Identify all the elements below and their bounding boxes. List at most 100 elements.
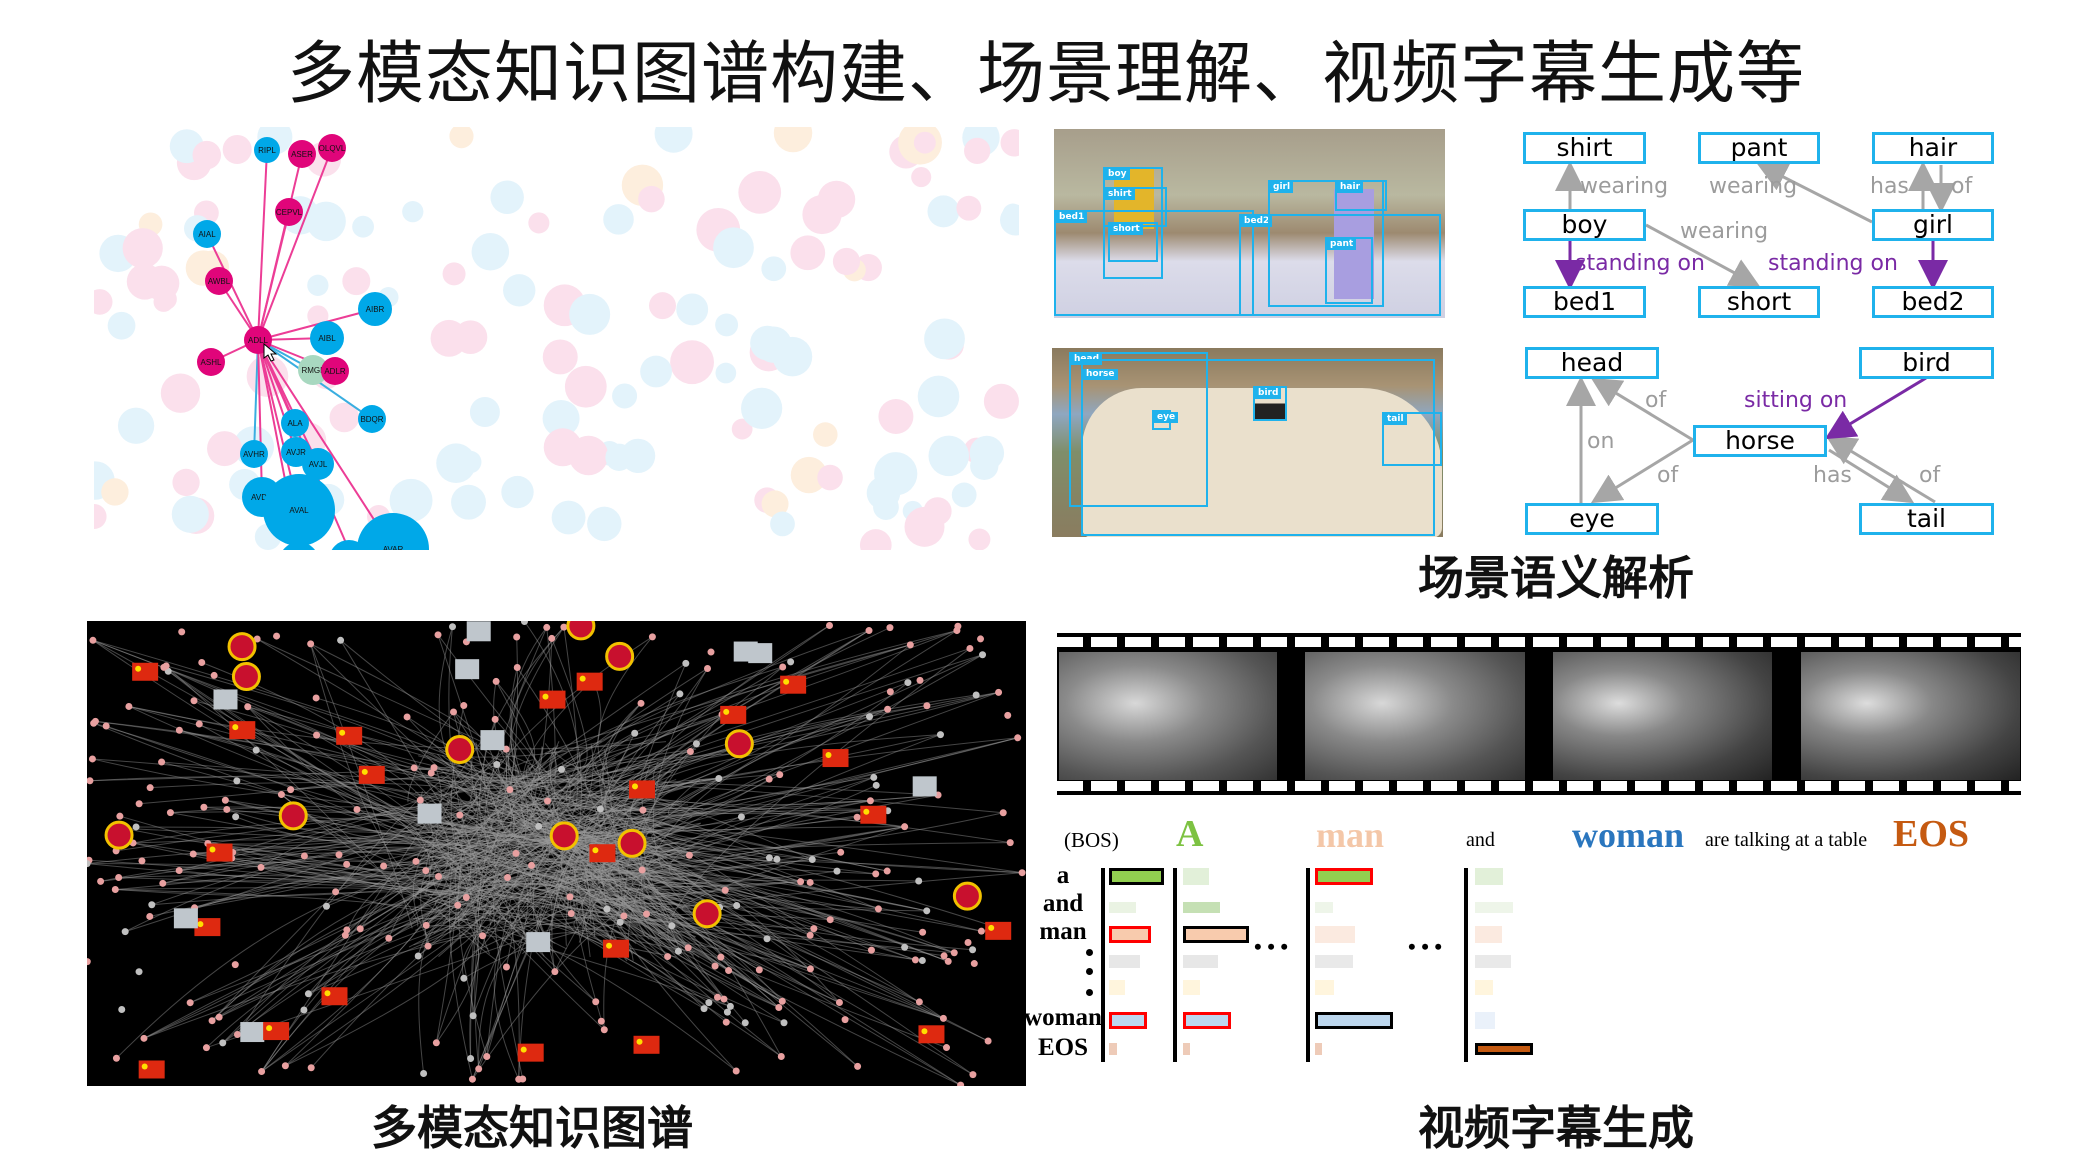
kg-entity-node <box>513 664 521 672</box>
network-node-label: AVJL <box>309 460 328 469</box>
kg-entity-node <box>999 809 1007 817</box>
kg-entity-node <box>432 1039 440 1047</box>
kg-entity-node <box>763 935 771 943</box>
network-node[interactable] <box>263 474 335 546</box>
faded-node <box>956 195 982 221</box>
ellipsis: • • • <box>1254 934 1289 959</box>
network-node[interactable] <box>298 355 328 385</box>
kg-entity-node <box>741 1019 749 1027</box>
network-node[interactable] <box>281 409 309 437</box>
network-node[interactable] <box>358 292 392 326</box>
kg-entity-node <box>492 677 500 685</box>
prob-bar <box>1109 980 1125 995</box>
kg-entity-node <box>722 1018 730 1026</box>
faded-node <box>770 511 795 537</box>
bbox-label: bed1 <box>1056 212 1088 223</box>
faded-node <box>715 313 739 337</box>
photo-thumbnail <box>748 643 773 664</box>
kg-entity-node <box>353 805 361 813</box>
kg-entity-node <box>620 912 628 920</box>
kg-entity-node <box>664 953 672 961</box>
kg-entity-node <box>596 805 604 813</box>
faded-node <box>144 265 180 301</box>
faded-node <box>469 397 500 427</box>
bbox-label: shirt <box>1105 189 1135 200</box>
faded-node <box>542 339 578 375</box>
kg-entity-node <box>966 644 974 652</box>
kg-svg <box>87 621 1026 1086</box>
emblem-image <box>278 801 308 831</box>
step-axis <box>1101 868 1105 1062</box>
photo-thumbnail <box>455 659 480 680</box>
emblem-image <box>724 729 754 759</box>
kg-entity-node <box>210 671 218 679</box>
faded-node <box>306 201 346 242</box>
network-node[interactable] <box>358 405 386 433</box>
prob-bar <box>1183 926 1250 943</box>
network-node[interactable] <box>310 321 344 355</box>
prob-bar <box>1109 868 1165 885</box>
emblem-image <box>104 820 134 850</box>
faded-node <box>342 267 371 296</box>
kg-entity-node <box>777 1052 785 1060</box>
caption-bos: (BOS) <box>1064 828 1119 852</box>
prob-bar <box>1109 926 1151 943</box>
network-node[interactable] <box>240 440 268 468</box>
network-node-label: AVHR <box>243 450 265 459</box>
faded-node <box>761 256 787 282</box>
network-node-label: AVAR <box>383 545 404 550</box>
network-edge <box>253 339 259 455</box>
sg-node-horse: horse <box>1693 425 1827 457</box>
kg-entity-node <box>493 760 501 768</box>
kg-entity-node <box>685 851 693 859</box>
network-node[interactable] <box>205 267 233 295</box>
network-edge <box>257 211 290 341</box>
emblem-image <box>692 899 722 929</box>
network-node-label: OLQVL <box>319 144 346 153</box>
faded-node <box>649 292 676 320</box>
faded-node <box>968 528 991 550</box>
kg-entity-node <box>322 902 330 910</box>
network-node[interactable] <box>302 448 334 480</box>
network-node[interactable] <box>288 140 316 168</box>
kg-entity-node <box>833 867 841 875</box>
kg-entity-node <box>779 663 787 671</box>
network-node[interactable] <box>275 198 303 226</box>
network-node[interactable] <box>197 348 225 376</box>
faded-node <box>568 435 609 476</box>
kg-entity-node <box>412 857 420 865</box>
kg-entity-node <box>995 688 1003 696</box>
faded-node <box>813 422 838 447</box>
faded-node <box>122 228 163 269</box>
faded-node <box>612 383 638 409</box>
kg-entity-node <box>277 791 285 799</box>
kg-entity-node <box>125 702 133 710</box>
kg-entity-node <box>884 705 892 713</box>
network-node[interactable] <box>254 137 280 163</box>
kg-entity-node <box>410 764 418 772</box>
network-node[interactable] <box>357 513 429 550</box>
kg-entity-node <box>826 621 834 629</box>
network-node[interactable] <box>321 357 349 385</box>
film-sprockets-top <box>1057 637 2021 647</box>
faded-node <box>551 500 586 535</box>
kg-entity-node <box>597 1017 605 1025</box>
kg-entity-node <box>189 850 197 858</box>
network-node[interactable] <box>318 134 346 162</box>
kg-entity-node <box>668 922 676 930</box>
kg-entity-node <box>116 812 124 820</box>
faded-node <box>904 506 945 547</box>
kg-entity-node <box>723 1008 731 1016</box>
network-node-label: AIBR <box>366 305 385 314</box>
kg-entity-node <box>491 715 499 723</box>
kg-entity-node <box>551 968 559 976</box>
sg-edge-label: wearing <box>1580 174 1669 199</box>
network-node-label: AIBL <box>318 334 336 343</box>
kg-entity-node <box>936 731 944 739</box>
kg-entity-node <box>313 731 321 739</box>
kg-entity-node <box>190 697 198 705</box>
network-edge <box>257 308 376 341</box>
network-node[interactable] <box>193 220 221 248</box>
kg-entity-node <box>984 1037 992 1045</box>
kg-entity-node <box>972 691 980 699</box>
